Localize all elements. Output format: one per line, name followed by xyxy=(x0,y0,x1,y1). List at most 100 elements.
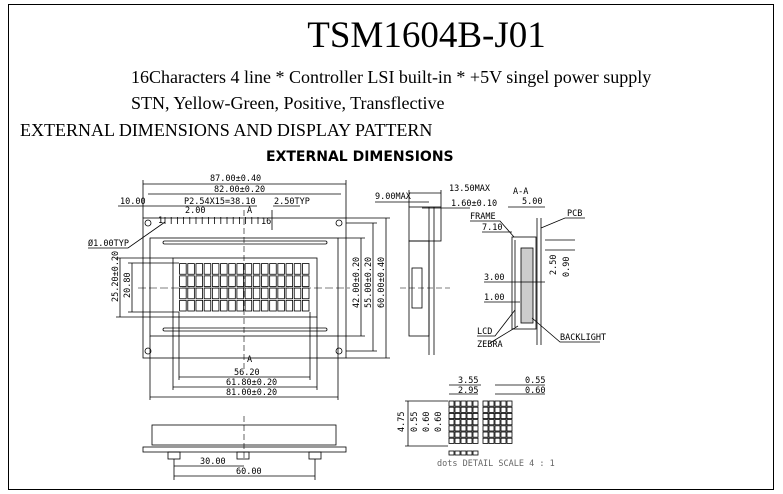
dot-cell xyxy=(494,406,501,413)
character-cell xyxy=(252,287,261,300)
drawing-heading: EXTERNAL DIMENSIONS xyxy=(266,149,454,165)
character-cell xyxy=(277,275,285,287)
character-cell xyxy=(179,275,187,287)
character-cell xyxy=(203,299,212,312)
dot-cell xyxy=(466,437,473,444)
side-view: 9.00MAX 13.50MAX 1.60±0.10 xyxy=(375,184,497,355)
dim-view-width: 61.80±0.20 xyxy=(226,378,277,388)
dot-cell xyxy=(454,437,461,444)
front-view: 87.00±0.40 82.00±0.20 10.00 P2.54X15=38.… xyxy=(88,174,390,400)
dot-cell xyxy=(460,437,467,444)
dim-pin-height: 2.50TYP xyxy=(274,197,310,207)
character-cell xyxy=(244,263,253,275)
spec-line-2: STN, Yellow-Green, Positive, Transflecti… xyxy=(131,93,445,113)
dot-cell xyxy=(488,412,495,419)
label-backlight: BACKLIGHT xyxy=(560,333,606,343)
character-cell xyxy=(269,287,277,300)
character-cell xyxy=(252,263,261,275)
dim-char-height: 20.80 xyxy=(123,272,133,298)
dot-cell xyxy=(466,412,473,419)
dot-cell xyxy=(488,425,495,432)
dim-char-height-dot: 4.75 xyxy=(397,412,407,432)
character-cell xyxy=(252,299,261,312)
dot-cell xyxy=(482,425,489,432)
character-cell xyxy=(277,263,285,275)
character-cell xyxy=(285,275,294,287)
dim-pin1-offset: 10.00 xyxy=(120,197,146,207)
dim-dot-hp2: 0.60 xyxy=(434,412,444,432)
character-cell xyxy=(285,287,294,300)
dim-frame-height: 42.00±0.20 xyxy=(352,257,362,308)
character-cell xyxy=(187,287,195,300)
dim-width-total: 87.00±0.40 xyxy=(210,174,261,184)
character-cell xyxy=(261,287,269,300)
dot-cell xyxy=(482,419,489,426)
viewing-area xyxy=(172,257,318,318)
character-cell xyxy=(187,263,195,275)
dim-dot-hp: 0.60 xyxy=(422,412,432,432)
character-cell xyxy=(236,299,244,312)
top-slot xyxy=(162,240,328,245)
dim-section-2-50: 2.50 xyxy=(549,255,559,275)
dim-dot-pitch: 0.60 xyxy=(525,386,545,396)
dim-thickness: 9.00MAX xyxy=(375,192,412,202)
dot-cell xyxy=(454,431,461,438)
dot-detail-caption: dots DETAIL SCALE 4 : 1 xyxy=(437,459,555,469)
dot-detail: 3.55 2.95 0.55 0.60 4.75 0.55 0.60 0.60 … xyxy=(397,376,555,469)
character-cell xyxy=(203,275,212,287)
dot-cell xyxy=(454,419,461,426)
character-cell xyxy=(302,287,310,300)
dot-cell xyxy=(488,406,495,413)
character-cell xyxy=(293,287,302,300)
dot-cell xyxy=(482,431,489,438)
character-cell xyxy=(269,299,277,312)
dot-cell xyxy=(460,400,467,407)
character-cell xyxy=(269,275,277,287)
character-cell xyxy=(187,275,195,287)
dim-frame-width: 81.00±0.20 xyxy=(226,388,277,398)
character-cell xyxy=(220,287,228,300)
dot-cell xyxy=(448,431,455,438)
dim-total-thickness: 13.50MAX xyxy=(449,184,491,194)
dot-cell xyxy=(482,406,489,413)
dot-cell xyxy=(472,437,479,444)
pin-last-label: 16 xyxy=(261,217,271,227)
dot-cell xyxy=(500,419,507,426)
character-cell xyxy=(285,299,294,312)
character-cell xyxy=(220,275,228,287)
character-cell xyxy=(293,299,302,312)
character-cell xyxy=(220,299,228,312)
dim-section-0-90: 0.90 xyxy=(562,257,572,277)
dot-cell xyxy=(466,419,473,426)
page-title: TSM1604B-J01 xyxy=(307,15,546,56)
character-cell xyxy=(293,275,302,287)
dot-cell xyxy=(460,425,467,432)
dim-pcb: 1.60±0.10 xyxy=(451,199,497,209)
dot-cell xyxy=(454,412,461,419)
page-border xyxy=(8,4,774,490)
dot-cell xyxy=(482,400,489,407)
dot-cell xyxy=(494,437,501,444)
section-view: A-A 5.00 FRAME 7.10 PCB 2.50 0.90 3.00 1… xyxy=(470,187,606,350)
character-cell xyxy=(302,275,310,287)
section-mark-top: A xyxy=(247,206,252,216)
character-cell xyxy=(179,299,187,312)
character-cell xyxy=(179,287,187,300)
dot-cell xyxy=(472,406,479,413)
bottom-view: 30.00 60.00 xyxy=(142,416,347,480)
cursor-dot xyxy=(454,450,461,456)
dim-bottom-30: 30.00 xyxy=(200,457,226,467)
character-cell xyxy=(195,287,203,300)
dim-char-width-dot: 2.95 xyxy=(458,386,478,396)
character-cell xyxy=(228,275,236,287)
dot-cell xyxy=(448,400,455,407)
dot-cell xyxy=(460,412,467,419)
character-cell xyxy=(228,287,236,300)
dot-cell xyxy=(472,419,479,426)
spec-line-1: 16Characters 4 line * Controller LSI bui… xyxy=(131,67,652,87)
character-cell xyxy=(236,263,244,275)
dim-section-7-10: 7.10 xyxy=(482,223,502,233)
character-cell xyxy=(244,299,253,312)
dot-cell xyxy=(500,406,507,413)
dot-cell xyxy=(454,425,461,432)
